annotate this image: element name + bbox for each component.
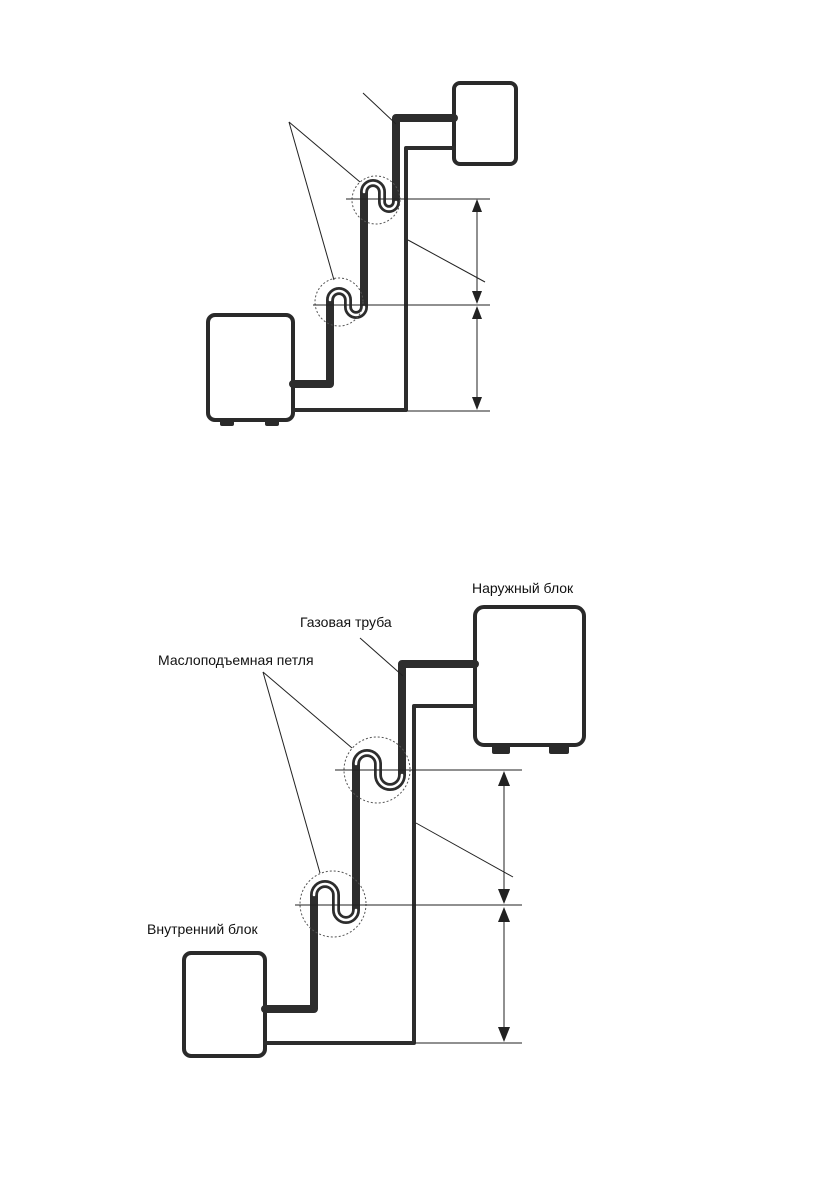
leader-liquid-pipe [415, 822, 514, 878]
leader-oil-loop-lower [262, 671, 321, 874]
diagram-unlabeled [206, 81, 518, 426]
dimension-arrowhead [472, 306, 482, 319]
indoor-unit [182, 951, 267, 1058]
oil-lift-loop-label: Маслоподъемная петля [158, 652, 314, 668]
oil-lift-loop-marker-lower [299, 870, 367, 938]
oil-lift-loop-marker-lower [314, 277, 364, 327]
gas-pipe [261, 660, 479, 1013]
indoor-unit-foot-right [265, 420, 279, 426]
gas-pipe [289, 114, 458, 388]
dimension-arrowhead [498, 1027, 510, 1042]
indoor-unit-label: Внутренний блок [147, 921, 259, 937]
indoor-unit-foot-left [220, 420, 234, 426]
outdoor-unit-foot-left [492, 745, 510, 754]
dimension-arrowhead [472, 291, 482, 304]
dimension-arrowhead [498, 771, 510, 786]
dimension-arrowhead [498, 907, 510, 922]
liquid-pipe [291, 146, 456, 412]
gas-pipe-loop-highlight-upper [362, 181, 398, 211]
dimension-arrowhead [472, 199, 482, 212]
leader-oil-loop-upper [262, 671, 353, 749]
leader-gas-pipe [359, 637, 404, 677]
liquid-pipe [263, 704, 477, 1045]
leader-oil-loop-lower [288, 121, 335, 281]
outdoor-unit-label: Наружный блок [472, 580, 574, 596]
gas-pipe-loop-highlight-upper [354, 751, 404, 789]
dimension-arrowhead [472, 397, 482, 410]
outdoor-unit-foot-right [549, 745, 569, 754]
leader-oil-loop-upper [288, 121, 361, 183]
gas-pipe-loop-highlight-lower [312, 882, 358, 922]
outdoor-unit [452, 81, 518, 166]
gas-pipe-label: Газовая труба [300, 614, 392, 630]
outdoor-unit [473, 605, 586, 747]
diagram-labeled: Наружный блок Газовая труба Маслоподъемн… [147, 580, 586, 1058]
leader-liquid-pipe [407, 239, 486, 283]
leader-gas-pipe [362, 92, 397, 125]
oil-lift-loop-marker-upper [351, 175, 401, 225]
dimension-arrowhead [498, 889, 510, 904]
indoor-unit [206, 313, 295, 422]
